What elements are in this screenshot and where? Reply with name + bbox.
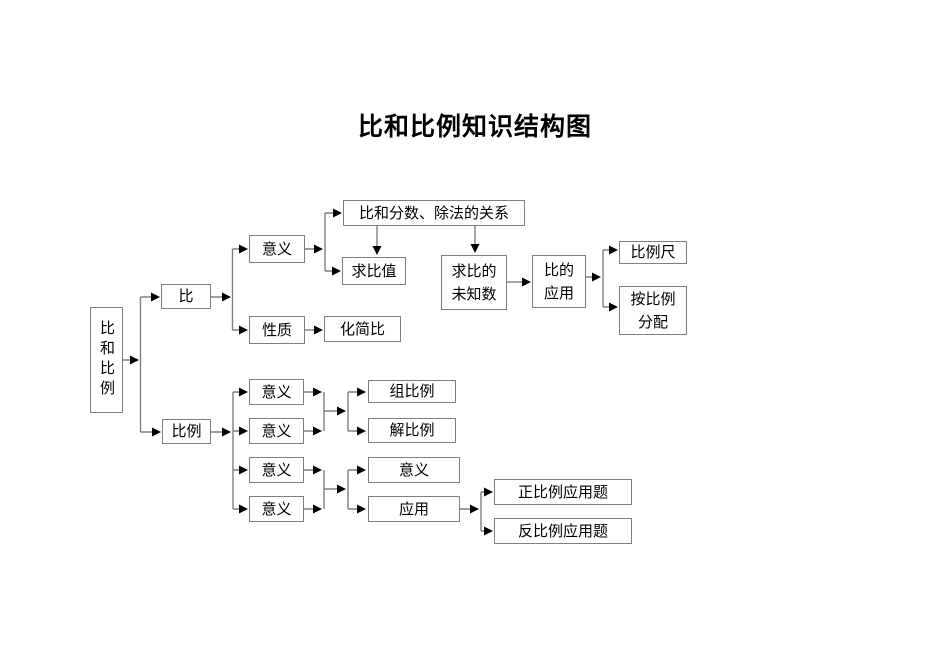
- node-proportional-distribution: 按比例 分配: [619, 286, 687, 335]
- node-inverse-proportion-problems: 反比例应用题: [494, 518, 632, 544]
- node-ratio-fraction-division-relation: 比和分数、除法的关系: [343, 200, 525, 226]
- node-find-ratio-value: 求比值: [342, 257, 406, 285]
- node-find-unknown-in-ratio: 求比的 未知数: [441, 255, 507, 310]
- node-direct-proportion-problems: 正比例应用题: [494, 479, 632, 505]
- node-solve-proportion: 解比例: [368, 418, 456, 443]
- node-compose-proportion: 组比例: [368, 380, 456, 403]
- node-ratio-and-proportion: 比和比例: [90, 307, 123, 413]
- node-direct-inverse-application: 应用: [368, 496, 460, 522]
- node-proportion-meaning-1: 意义: [249, 379, 304, 405]
- node-scale: 比例尺: [619, 241, 687, 264]
- node-proportion-meaning-3: 意义: [249, 457, 304, 483]
- diagram-title: 比和比例知识结构图: [357, 112, 592, 141]
- node-proportion-meaning-2: 意义: [249, 418, 304, 444]
- node-proportion-meaning-4: 意义: [249, 496, 304, 522]
- node-proportion: 比例: [162, 419, 211, 444]
- node-ratio: 比: [161, 284, 211, 309]
- node-ratio-property: 性质: [249, 316, 305, 344]
- node-ratio-meaning: 意义: [249, 235, 305, 263]
- node-simplify-ratio: 化简比: [324, 316, 401, 342]
- node-ratio-application: 比的 应用: [532, 255, 586, 308]
- node-direct-inverse-meaning: 意义: [368, 457, 460, 483]
